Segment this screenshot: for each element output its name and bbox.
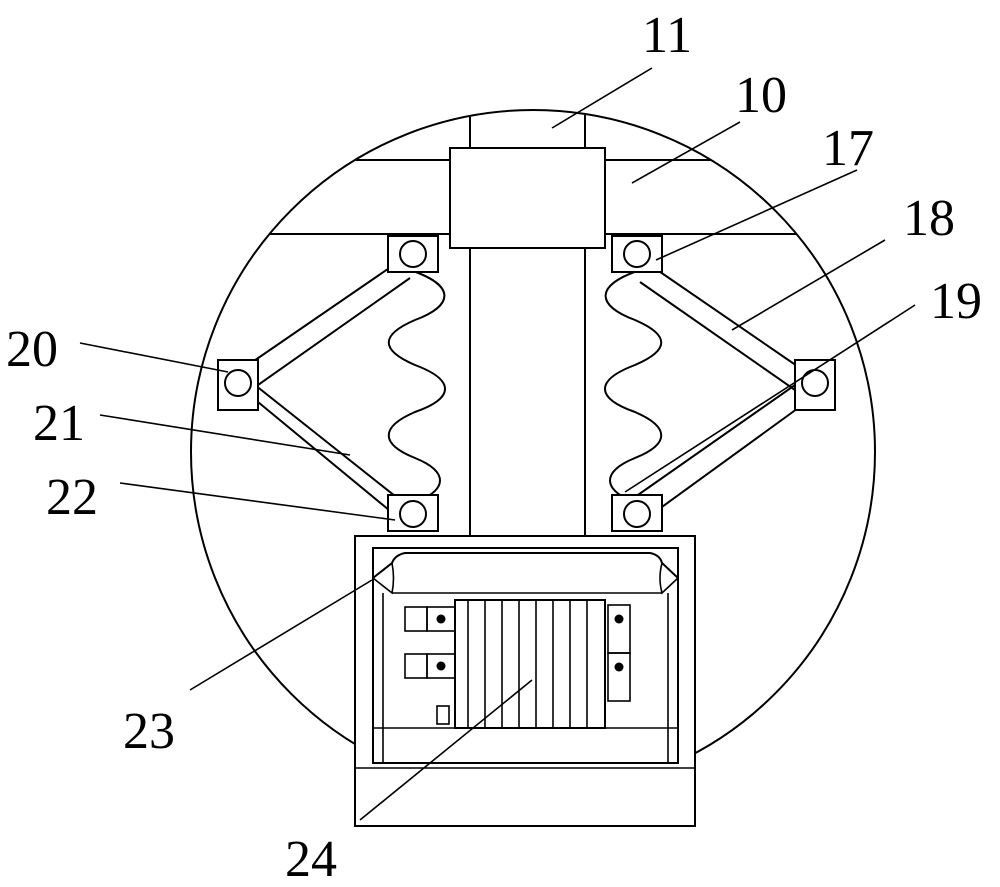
label-17: 17 (822, 120, 874, 177)
central-block (450, 148, 605, 248)
hinge-top-right (612, 236, 662, 272)
hinge-bottom-right (612, 495, 662, 531)
hinge-top-left (388, 236, 438, 272)
label-11: 11 (642, 7, 692, 64)
label-19: 19 (930, 273, 982, 330)
label-22: 22 (46, 469, 98, 526)
left-linkage (248, 262, 410, 515)
label-24: 24 (285, 831, 337, 887)
left-spring (389, 270, 445, 500)
label-10: 10 (735, 67, 787, 124)
label-21: 21 (33, 395, 85, 452)
label-23: 23 (123, 703, 175, 760)
hinge-left (218, 360, 258, 410)
label-18: 18 (903, 190, 955, 247)
right-spring (605, 270, 661, 500)
label-20: 20 (6, 321, 58, 378)
hinge-bottom-left (388, 495, 438, 531)
hinge-right (795, 360, 835, 410)
